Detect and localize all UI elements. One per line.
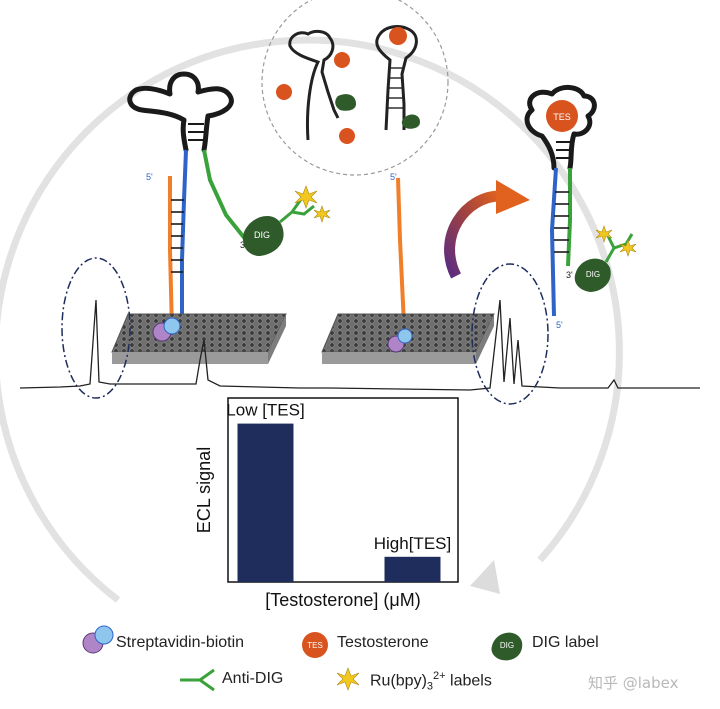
tes-bound-right: TES [546, 100, 578, 132]
free-aptamer-left [288, 29, 340, 141]
testosterone-molecules [276, 27, 407, 144]
dig-label-icon: DIG [491, 632, 523, 661]
chart-bars [237, 423, 441, 582]
svg-text:DIG: DIG [500, 641, 514, 650]
three-prime-right: 3' [566, 270, 573, 280]
chart-bar-labels: Low [TES] High[TES] [226, 401, 451, 553]
ru-star-icon-left [294, 185, 331, 223]
aptamer-left-loop [127, 71, 234, 153]
ru-star-icon [336, 667, 360, 691]
bar-0 [237, 423, 294, 582]
five-prime-middle: 5' [390, 172, 397, 182]
dig-label-small-left [335, 94, 356, 111]
svg-text:DIG: DIG [586, 270, 600, 279]
ladder-left [171, 199, 184, 273]
inset-circle [261, 0, 449, 176]
legend-ru-sup: 2+ [433, 670, 446, 682]
five-prime-left: 5' [146, 172, 153, 182]
svg-text:TES: TES [307, 641, 323, 650]
legend-ru-prefix: Ru(bpy) [370, 672, 427, 690]
ladder-right [554, 191, 569, 253]
three-prime-left: 3' [240, 240, 247, 250]
aptamer-right-loop [524, 85, 597, 171]
chart-y-label: ECL signal [194, 447, 214, 533]
bar-label-0: Low [TES] [226, 401, 304, 420]
bound-aptamer-right [375, 25, 418, 131]
anti-dig-left [279, 197, 315, 224]
legend-ru-suffix: labels [445, 672, 492, 690]
bar-1 [384, 556, 441, 582]
ecl-bar-chart: Low [TES] High[TES] ECL signal [Testoster… [194, 397, 459, 610]
anti-dig-icon [180, 668, 215, 692]
peak-highlight-right [471, 263, 549, 405]
dig-label-small-right [401, 114, 420, 129]
streptavidin-biotin-icon [82, 625, 114, 654]
chart-x-label: [Testosterone] (μM) [265, 590, 420, 610]
streptavidin-icon-middle [387, 328, 413, 353]
anti-dig-right [604, 233, 634, 263]
ladder-right-small [388, 67, 404, 109]
microplate-left [111, 313, 287, 364]
curved-arrow [444, 180, 530, 279]
streptavidin-icon-left [152, 317, 181, 342]
bar-label-1: High[TES] [374, 534, 451, 553]
svg-text:DIG: DIG [254, 230, 270, 240]
legend-ru-labels: Ru(bpy)32+ labels [370, 670, 492, 693]
peak-highlight-left [61, 257, 131, 399]
aptamer-right-ladder-top [556, 141, 570, 159]
legend-anti-dig: Anti-DIG [222, 670, 284, 687]
watermark: 知乎 @labex [588, 674, 679, 692]
ru-star-icon-right [595, 225, 637, 257]
dig-label-right: DIG [574, 258, 611, 292]
legend-testosterone: Testosterone [337, 634, 429, 651]
blue-strand-right [549, 167, 558, 317]
legend-dig-label: DIG label [532, 634, 599, 651]
cycle-arrow [0, 36, 623, 603]
orange-strand-middle [396, 177, 406, 326]
green-strand-left [202, 149, 248, 242]
orange-strand-left [168, 176, 174, 331]
blue-strand-left [180, 149, 188, 330]
five-prime-right: 5' [556, 320, 563, 330]
aptamer-left-ladder-top [188, 123, 204, 141]
dig-label-left: DIG [242, 215, 284, 256]
green-strand-right [566, 168, 572, 267]
legend-streptavidin-biotin: Streptavidin-biotin [116, 634, 245, 651]
ecl-trace [19, 299, 700, 391]
testosterone-icon: TES [302, 632, 328, 658]
svg-text:TES: TES [553, 112, 571, 122]
legend-ru-sub: 3 [426, 680, 434, 693]
